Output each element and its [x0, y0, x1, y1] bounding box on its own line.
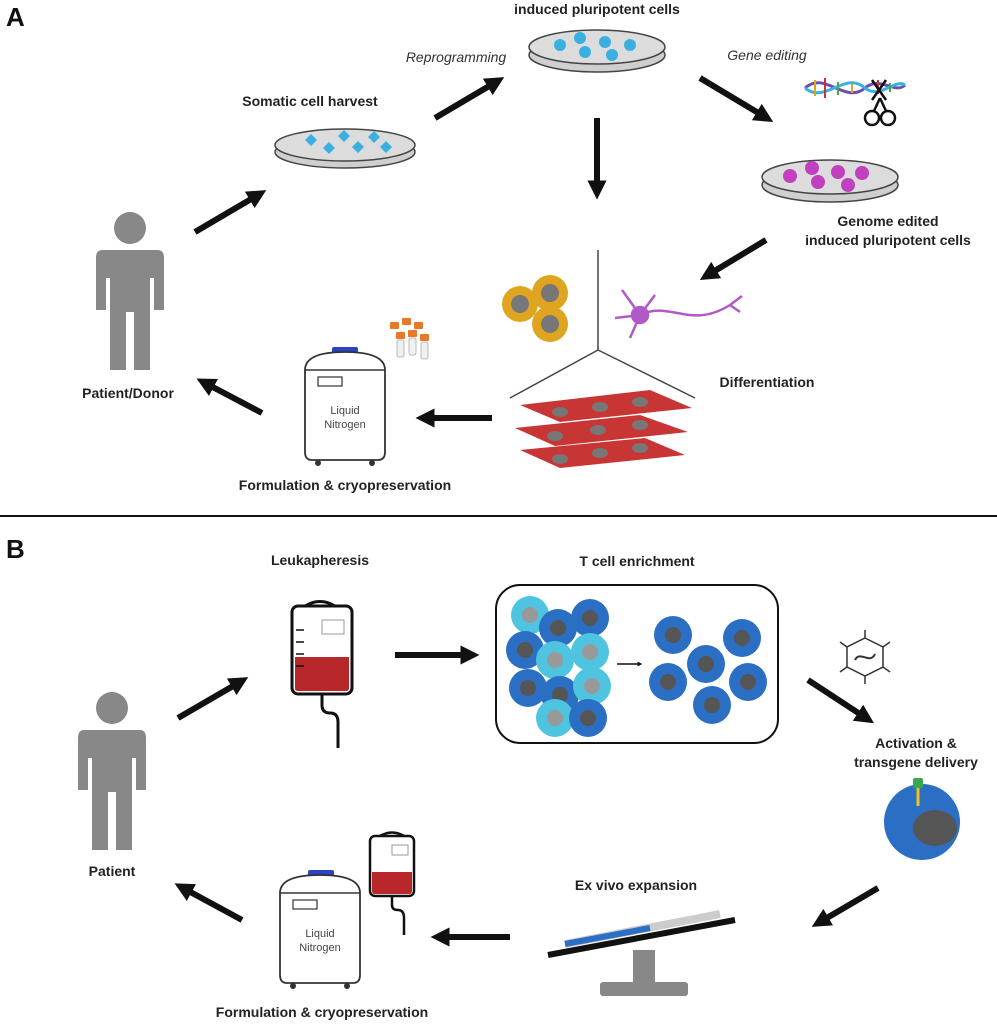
arrow-donor-to-harvest [193, 190, 267, 235]
patient-figure [78, 692, 146, 850]
blood-cells-yellow [502, 275, 568, 342]
liquid-nitrogen-tank-b [279, 870, 361, 989]
enriched-t-cells [649, 616, 767, 724]
genome-edited-dish [761, 159, 899, 203]
arrow-edited-to-differentiation [699, 237, 768, 280]
ex-vivo-label: Ex vivo expansion [575, 877, 697, 893]
tank-b-line1: Liquid [305, 928, 334, 940]
activation-label-2: transgene delivery [854, 754, 978, 770]
blood-bag-icon [290, 600, 354, 748]
viral-vector-icon [839, 630, 891, 684]
arrow-activation-to-expansion [811, 885, 880, 927]
somatic-cell-dish [274, 128, 416, 169]
tank-a-line1: Liquid [330, 405, 359, 417]
arrow-tank-to-patient [174, 883, 244, 923]
differentiation-divider [509, 250, 696, 399]
arrow-patient-to-leukapheresis [176, 677, 249, 721]
formulation-a-label: Formulation & cryopreservation [239, 477, 451, 493]
ipsc-dish [528, 29, 666, 73]
somatic-harvest-label: Somatic cell harvest [242, 93, 378, 109]
arrow-ipsc-to-edit [698, 75, 774, 122]
leukapheresis-label: Leukapheresis [271, 552, 369, 568]
patient-donor-figure [96, 212, 164, 370]
tank-a-line2: Nitrogen [324, 419, 366, 431]
gene-editing-label: Gene editing [727, 47, 807, 63]
patient-donor-label: Patient/Donor [82, 385, 174, 401]
dna-scissors-icon [803, 78, 907, 127]
rocking-bioreactor [547, 910, 736, 996]
mixed-cell-cluster [506, 596, 611, 737]
genome-edited-label-2: induced pluripotent cells [805, 232, 971, 248]
genome-edited-label-1: Genome edited [837, 213, 938, 229]
arrow-enrichment-to-activation [806, 677, 875, 724]
liquid-nitrogen-tank-a [304, 347, 386, 466]
muscle-cells [515, 390, 692, 468]
transduced-t-cell [884, 778, 960, 860]
activation-label-1: Activation & [875, 735, 957, 751]
neuron-icon [614, 289, 743, 339]
infusion-bag-icon [368, 831, 416, 935]
patient-label: Patient [89, 863, 136, 879]
tank-b-line2: Nitrogen [299, 942, 341, 954]
panel-b-letter: B [6, 534, 25, 564]
arrow-tank-to-donor [196, 378, 264, 416]
formulation-b-label: Formulation & cryopreservation [216, 1004, 428, 1020]
ipsc-label: induced pluripotent cells [514, 1, 680, 17]
differentiation-label: Differentiation [720, 374, 815, 390]
t-cell-enrichment-label: T cell enrichment [579, 553, 694, 569]
panel-a-letter: A [6, 2, 25, 32]
vials-icon [390, 318, 429, 360]
arrow-harvest-to-ipsc [433, 77, 505, 121]
reprogramming-label: Reprogramming [406, 49, 507, 65]
